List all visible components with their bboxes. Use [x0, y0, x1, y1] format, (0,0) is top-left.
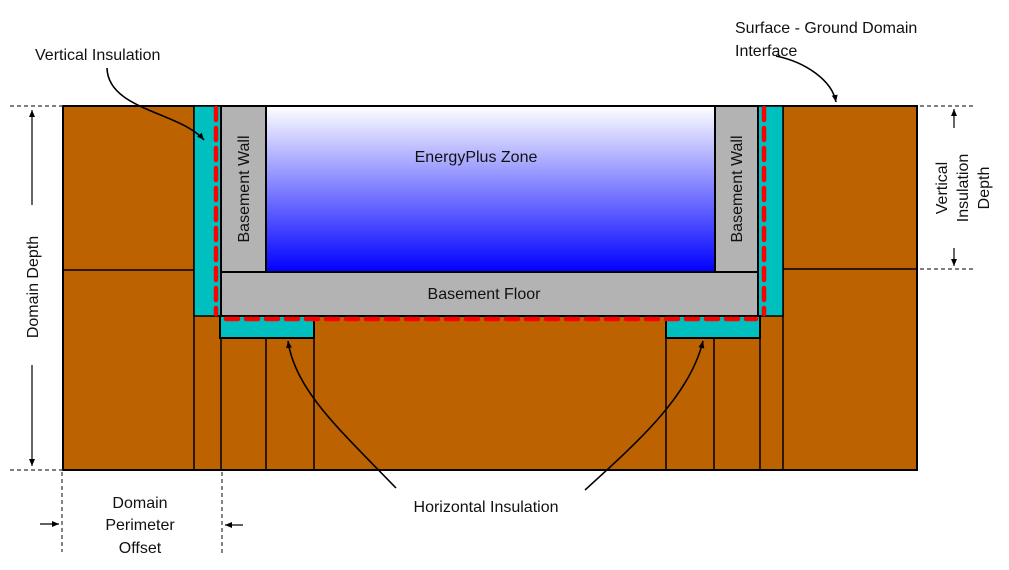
vertical-insulation-callout: Vertical Insulation	[35, 47, 160, 64]
basement-wall-right	[714, 105, 759, 273]
surface-interface-callout-line2: Interface	[735, 43, 797, 60]
horizontal-insulation-leader-right	[584, 340, 705, 491]
horizontal-insulation-callout: Horizontal Insulation	[414, 499, 559, 516]
vi-depth-label-line1: Vertical	[934, 162, 951, 214]
left-wall-label: Basement Wall	[236, 136, 253, 243]
horizontal-insulation-leader-left	[286, 340, 397, 489]
vertical-insulation-leader	[106, 67, 205, 141]
right-wall-label: Basement Wall	[729, 136, 746, 243]
perimeter-offset-dimension: Domain Perimeter Offset	[40, 472, 243, 557]
perimeter-offset-label-line1: Domain	[112, 495, 167, 512]
domain-depth-label: Domain Depth	[25, 236, 42, 338]
perimeter-offset-label-line3: Offset	[119, 540, 162, 557]
basement-wall-left	[220, 105, 267, 273]
floor-label: Basement Floor	[428, 286, 542, 303]
basement-floor	[220, 271, 759, 317]
surface-interface-leader	[775, 55, 838, 103]
perimeter-offset-label-line2: Perimeter	[105, 517, 175, 534]
energyplus-zone	[265, 105, 716, 273]
vi-depth-label-line3: Depth	[976, 167, 993, 210]
zone-label: EnergyPlus Zone	[415, 149, 538, 166]
vi-depth-label-line2: Insulation	[955, 154, 972, 223]
vertical-insulation-depth-dimension: Vertical Insulation Depth	[920, 105, 993, 270]
domain-depth-dimension: Domain Depth	[10, 105, 63, 471]
surface-interface-callout-line1: Surface - Ground Domain	[735, 20, 917, 37]
